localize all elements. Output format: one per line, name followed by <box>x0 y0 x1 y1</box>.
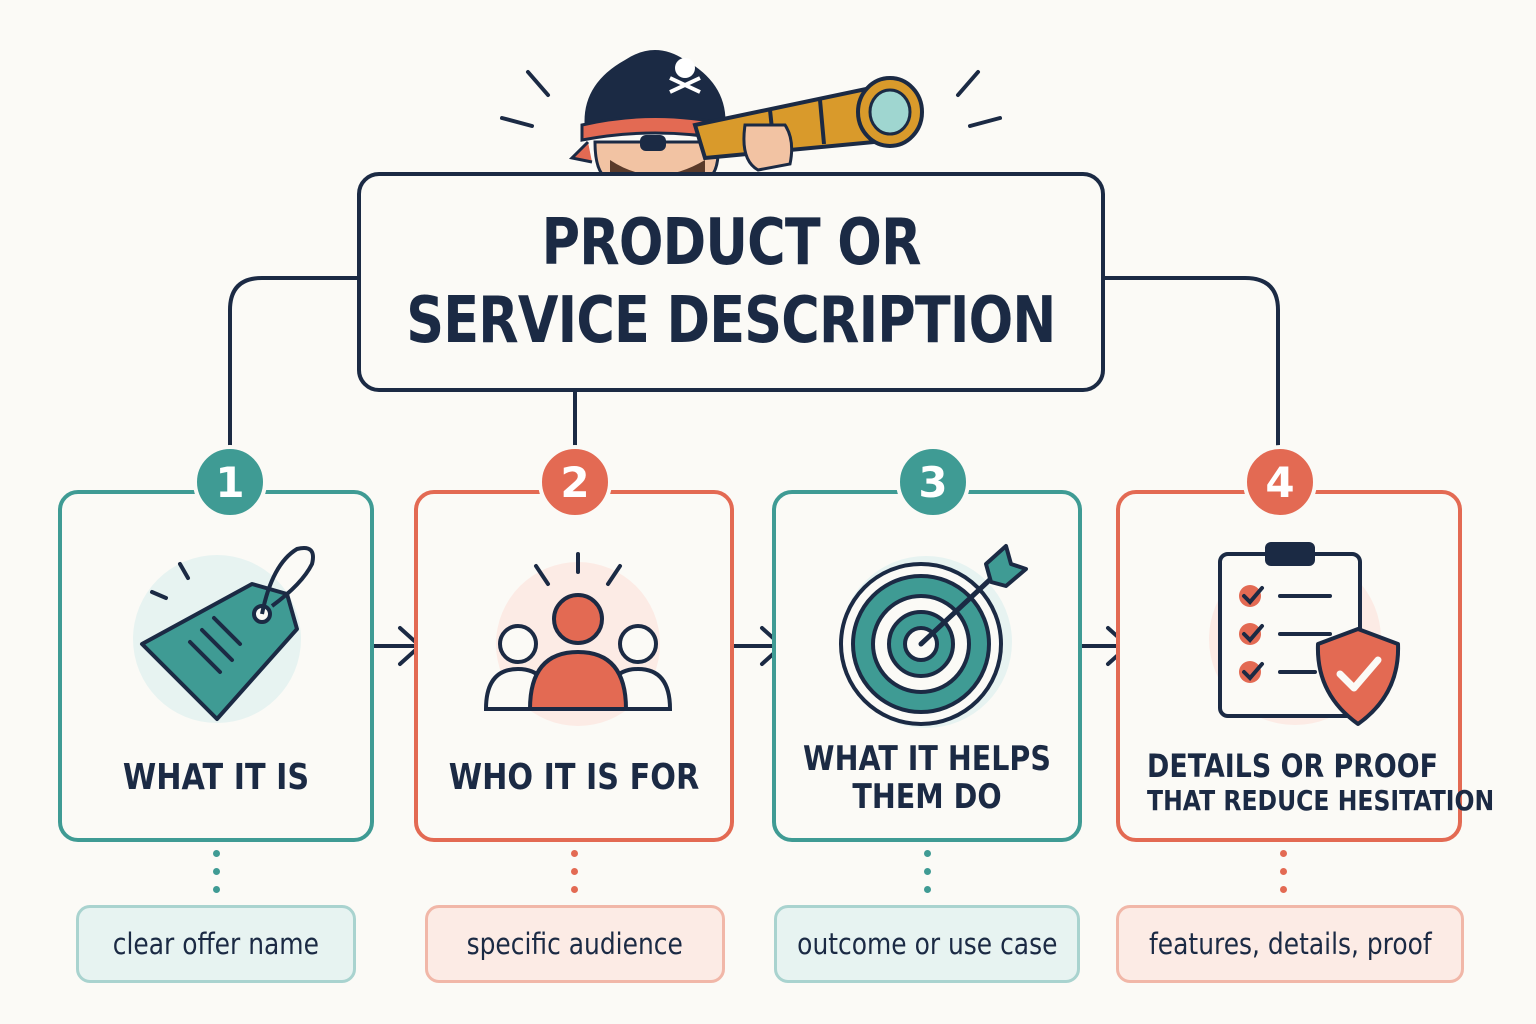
title-line-1: PRODUCT OR <box>541 206 921 280</box>
step-label-1: WHAT IT IS <box>122 757 310 798</box>
pirate-with-telescope-icon <box>500 50 1002 180</box>
dotted-connector-3 <box>924 850 932 904</box>
checklist-shield-icon <box>1209 542 1401 726</box>
title-line-2: SERVICE DESCRIPTION <box>406 284 1056 358</box>
dotted-connector-4 <box>1280 850 1288 904</box>
note-pill-3: outcome or use case <box>774 905 1080 983</box>
dotted-connector-2 <box>571 850 579 904</box>
step-badge-3: 3 <box>896 445 970 519</box>
step-label-2: WHO IT IS FOR <box>448 757 700 798</box>
step-card-2: WHO IT IS FOR <box>414 490 734 842</box>
step-label-4: DETAILS OR PROOF THAT REDUCE HESITATION <box>1147 747 1495 817</box>
step-card-3: WHAT IT HELPS THEM DO <box>772 490 1082 842</box>
dotted-connector-1 <box>213 850 221 904</box>
title-box: PRODUCT OR SERVICE DESCRIPTION <box>357 172 1105 392</box>
note-pill-4: features, details, proof <box>1116 905 1464 983</box>
note-pill-1: clear offer name <box>76 905 356 983</box>
step-label-3: WHAT IT HELPS THEM DO <box>803 739 1051 817</box>
step-card-4: DETAILS OR PROOF THAT REDUCE HESITATION <box>1116 490 1495 842</box>
step-card-1: WHAT IT IS <box>58 490 374 842</box>
target-arrow-icon <box>839 544 1028 728</box>
note-pill-2: specific audience <box>425 905 725 983</box>
step-badge-4: 4 <box>1243 445 1317 519</box>
step-badge-1: 1 <box>193 445 267 519</box>
audience-group-icon <box>483 552 673 726</box>
step-badge-2: 2 <box>538 445 612 519</box>
price-tag-icon <box>133 546 315 723</box>
